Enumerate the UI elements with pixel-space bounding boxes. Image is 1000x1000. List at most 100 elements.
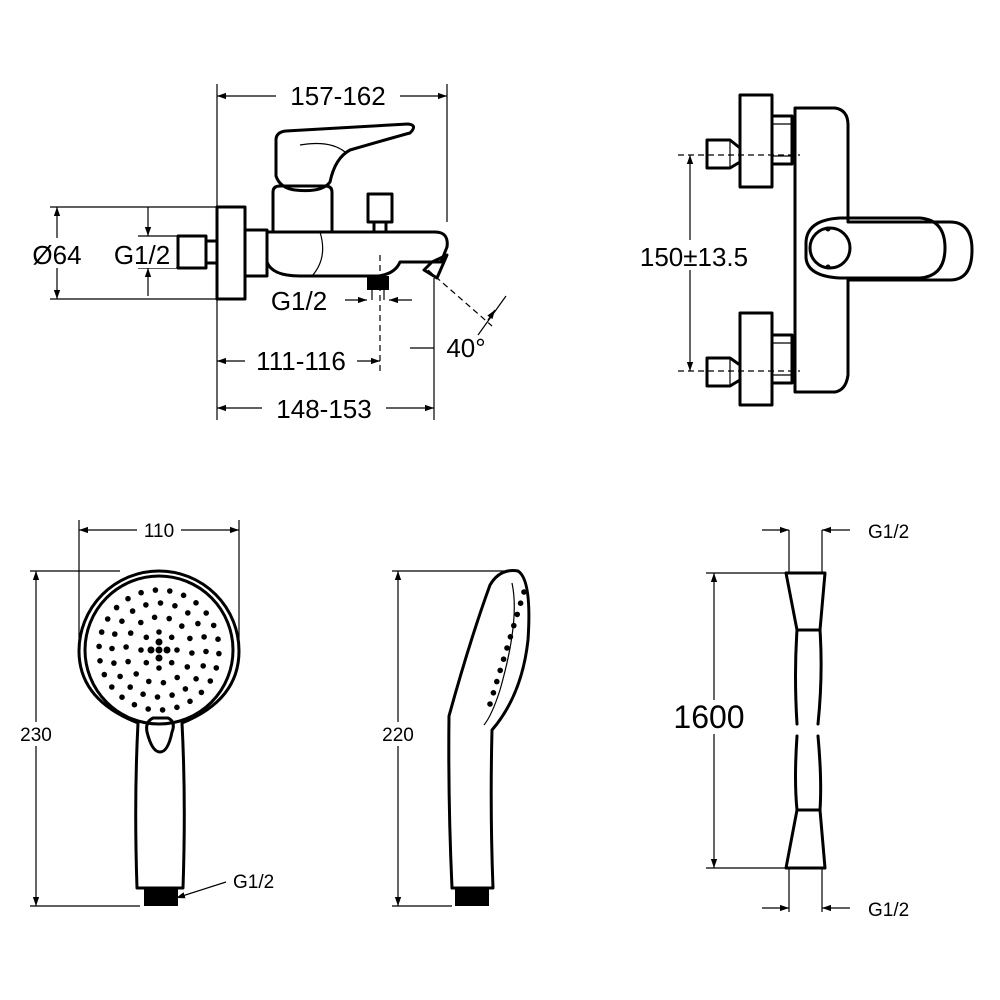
side-nozzle-dot — [500, 656, 507, 662]
side-nozzle-dot — [507, 634, 514, 640]
hand-shower-side-view: 220 — [374, 569, 531, 907]
nozzle-dot — [213, 665, 220, 671]
nozzle-dot — [138, 619, 144, 626]
side-nozzle-dot — [490, 690, 497, 696]
side-nozzle-dot — [497, 667, 504, 674]
nozzle-dot — [160, 679, 167, 686]
nozzle-dot — [96, 643, 102, 650]
nozzle-dot — [111, 660, 117, 666]
side-nozzle-dot — [511, 622, 517, 629]
hose-length-label: 1600 — [673, 699, 744, 735]
nozzle-dot — [174, 674, 180, 681]
spout-length-label: 148-153 — [276, 394, 371, 424]
shower-height-label: 230 — [20, 725, 52, 746]
nozzle-dot — [125, 658, 131, 665]
side-nozzle-row — [487, 589, 527, 707]
nozzle-dot — [185, 610, 191, 616]
mixer-side-view: 157-162 Ø64 G1/2 G1/2 111-116 148-153 40… — [26, 80, 507, 424]
nozzle-dot — [109, 684, 115, 690]
nozzle-dot — [193, 600, 199, 606]
body-diameter-label: Ø64 — [32, 240, 81, 270]
nozzle-dot — [180, 592, 187, 599]
spout-angle-label: 40° — [446, 333, 485, 363]
nozzle-dot — [97, 658, 103, 664]
nozzle-dot — [159, 707, 166, 713]
nozzle-dot — [166, 615, 172, 622]
nozzle-dot — [119, 618, 125, 624]
hand-shower-front-view: 110 230 G1/2 — [12, 518, 274, 907]
nozzle-dot — [179, 623, 185, 629]
shower-width-label: 110 — [144, 521, 174, 542]
nozzle-dot — [151, 614, 158, 621]
nozzle-dot — [198, 689, 205, 696]
center-distance-label: 150±13.5 — [640, 242, 748, 272]
center-nozzle-dot — [155, 646, 163, 654]
nozzle-dot — [210, 622, 217, 629]
outlet-thread-label: G1/2 — [271, 286, 327, 316]
nozzle-dot — [189, 650, 195, 656]
center-nozzle-dot — [155, 638, 163, 646]
nozzle-dot — [143, 634, 150, 641]
nozzle-dot — [125, 595, 131, 602]
nozzle-dot — [138, 589, 144, 596]
side-nozzle-dot — [504, 645, 510, 651]
nozzle-dot — [169, 692, 175, 698]
nozzle-dot — [140, 691, 146, 697]
nozzle-dot — [138, 647, 144, 653]
nozzle-dot — [133, 671, 139, 677]
nozzle-dot — [156, 629, 162, 635]
nozzle-dot — [143, 602, 149, 608]
nozzle-dot — [184, 664, 191, 670]
side-nozzle-dot — [487, 701, 493, 707]
nozzle-dot — [131, 701, 138, 708]
nozzle-dot — [129, 608, 136, 614]
outlet-offset-label: 111-116 — [256, 346, 346, 376]
nozzle-dot — [182, 686, 189, 692]
nozzle-dot — [195, 620, 201, 627]
nozzle-dot — [193, 676, 199, 682]
nozzle-dot — [152, 587, 159, 593]
nozzle-dot — [127, 630, 134, 636]
side-nozzle-dot — [517, 600, 524, 606]
nozzle-dot — [157, 600, 164, 606]
shower-hose-view: 1600 G1/2 G1/2 — [664, 522, 909, 921]
nozzle-dot — [207, 678, 214, 684]
nozzle-dot — [101, 671, 108, 678]
hose-bottom-thread-label: G1/2 — [868, 900, 909, 921]
nozzle-dot — [203, 610, 209, 616]
hose-top-thread-label: G1/2 — [868, 522, 909, 543]
nozzle-dot — [127, 684, 133, 690]
nozzle-dot — [201, 634, 207, 640]
nozzle-dot — [216, 650, 222, 657]
side-height-label: 220 — [382, 725, 414, 746]
nozzle-dot — [109, 645, 115, 652]
nozzle-dot — [174, 704, 180, 711]
nozzle-dot — [123, 644, 129, 650]
nozzle-dot — [168, 634, 175, 641]
nozzle-dot — [119, 694, 125, 700]
side-nozzle-dot — [521, 589, 527, 595]
mixer-front-view: 150±13.5 — [630, 93, 974, 407]
nozzle-dot — [112, 631, 118, 637]
inlet-thread-label: G1/2 — [114, 240, 170, 270]
center-nozzle-dot — [155, 654, 163, 662]
nozzle-dot — [154, 694, 161, 700]
nozzle-dot — [143, 659, 150, 666]
nozzle-dot — [215, 636, 221, 642]
overall-width-label: 157-162 — [290, 81, 385, 111]
nozzle-dot — [174, 647, 180, 653]
nozzle-dot — [187, 698, 193, 705]
shower-thread-label: G1/2 — [233, 872, 274, 893]
nozzle-dot — [187, 635, 193, 642]
nozzle-dot — [145, 706, 151, 712]
nozzle-dot — [200, 663, 206, 669]
nozzle-dot — [104, 616, 111, 622]
side-nozzle-dot — [514, 611, 520, 618]
nozzle-dot — [203, 648, 209, 655]
nozzle-dot — [146, 678, 152, 685]
nozzle-dot — [98, 629, 105, 635]
nozzle-dot — [113, 604, 120, 611]
nozzle-dot — [168, 659, 175, 666]
center-nozzle-dot — [147, 646, 155, 654]
